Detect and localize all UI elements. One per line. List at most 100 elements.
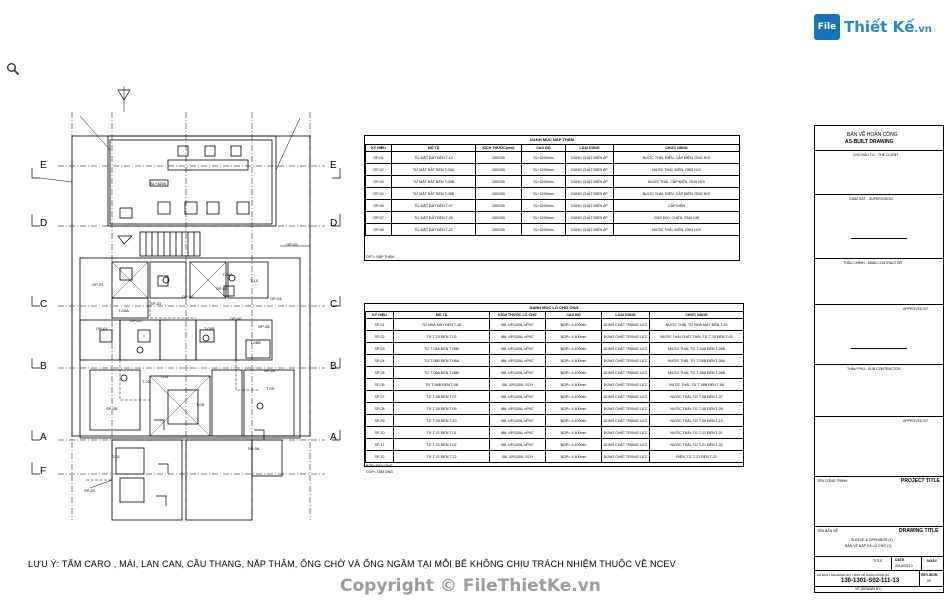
table-cell: Ø6, UP/100A, SCH — [489, 450, 546, 463]
grid-label-left-e: E — [40, 160, 47, 171]
svg-text:T-06A: T-06A — [222, 272, 233, 277]
table-cell: Ø6, UP/100A, uPVC — [489, 390, 546, 403]
table-cell: SP-12 — [365, 450, 394, 463]
openings-table-title: DANH MỤC NẮP THĂM — [530, 137, 574, 142]
table-cell: SP-01 — [365, 318, 394, 331]
table-cell: NƯỚC THẢI, TỪ NHÀ MÁY ĐẾN T-10 — [649, 318, 744, 331]
table-cell: OP-05 — [365, 199, 392, 212]
table-cell: SP-08 — [365, 402, 394, 415]
zoom-icon[interactable] — [6, 62, 20, 76]
table-cell: DÙNG CHẤT TRUNG LỰC — [601, 366, 650, 379]
svg-text:SP-02: SP-02 — [216, 286, 228, 291]
svg-text:T-03: T-03 — [160, 374, 169, 379]
table-header-cell: CHỨC NĂNG — [613, 144, 740, 152]
table-header-cell: MÔ TẢ — [391, 144, 476, 152]
table-cell: BOP=-4.400mm — [545, 438, 602, 451]
table-cell: BOP=-4.400mm — [545, 342, 602, 355]
table-cell: OP-07 — [365, 211, 392, 224]
svg-text:OP-05: OP-05 — [286, 242, 298, 247]
table-cell: DÙNG CHẤT ĐIỆN ÁP — [565, 223, 614, 236]
table-cell: BOP=-4.400mm — [545, 366, 602, 379]
logo-mark: File — [814, 14, 840, 40]
grid-label-left-b: B — [40, 361, 47, 372]
table-cell: OP-01 — [365, 151, 392, 164]
tb-drawing-label: TÊN BẢN VẼ — [817, 529, 838, 533]
grid-label-right-b: B — [330, 361, 337, 372]
table-cell: DÙNG CHẤT TRUNG LỰC — [601, 390, 650, 403]
table-cell: SL+3200mm — [521, 211, 566, 224]
table-cell: TỪ NHÀ MÁY ĐẾN T-10 — [393, 318, 490, 331]
table-cell: SP-02 — [365, 330, 394, 343]
table-cell: NƯỚC THẢI, ĐIỆN, ỐNG HƠI — [613, 163, 740, 176]
table-header-cell: KÍCH THƯỚC(mm) — [475, 144, 522, 152]
table-cell: NƯỚC THẢI, ĐIỆN, CẤP ĐIỆN, ỐNG HƠI — [613, 187, 740, 200]
table-cell: 250/250 — [475, 151, 522, 164]
table-header-cell: CAO ĐỘ — [521, 144, 566, 152]
table-cell: DÙNG CHẤT TRUNG LỰC — [601, 438, 650, 451]
table-cell: OP-04 — [365, 187, 392, 200]
table-cell: SP-05 — [365, 366, 394, 379]
table-cell: NƯỚC THẢI, TỪ T-09 ĐẾN T-10 — [649, 414, 744, 427]
logo-ext: .vn — [914, 24, 932, 35]
tb-drawn-by: VẼ (DRAWN BY) — [855, 587, 882, 591]
table-cell: TỪ MẶT ĐẤT ĐẾN T-09 — [391, 211, 476, 224]
sleeves-table-title: DANH MỤC LỖ CHỜ ỐNG — [529, 305, 579, 310]
table-cell: DÙNG CHẤT TRUNG LỰC — [601, 330, 650, 343]
svg-text:SP-04: SP-04 — [264, 368, 276, 373]
table-cell: TỪ MẶT ĐẤT ĐẾN T-04A — [391, 163, 476, 176]
svg-text:T-09: T-09 — [266, 386, 275, 391]
tb-col-date: DATE — [895, 558, 905, 562]
table-cell: Ø6, UP/100A, uPVC — [489, 414, 546, 427]
table-cell: Ø6, UP/100A, uPVC — [489, 318, 546, 331]
table-cell: TỪ T-04A ĐẾN T-05B — [393, 342, 490, 355]
table-cell: BOP=-4.400mm — [545, 354, 602, 367]
table-cell: DÙNG CHẤT TRUNG LỰC — [601, 414, 650, 427]
table-cell: Ø6, UP/100A, uPVC — [489, 366, 546, 379]
table-header-cell: LOẠI DÙNG — [565, 144, 614, 152]
table-cell: TỪ MẶT ĐẤT ĐẾN T-22 — [391, 223, 476, 236]
table-cell: TỪ T-08 ĐẾN T-09 — [393, 402, 490, 415]
table-cell: CẤP ĐIỆN — [613, 199, 740, 212]
tb-col-ngay: NGÀY — [927, 559, 938, 563]
svg-text:SP-06: SP-06 — [248, 446, 260, 451]
tb-drawing-name-2: BẢN VẼ NẮP VÀ LỖ CHỜ (1) — [845, 544, 892, 548]
table-cell: DÙNG CHẤT ĐIỆN ÁP — [565, 163, 614, 176]
table-cell: SP-03 — [365, 342, 394, 355]
table-cell: DÙNG CHẤT TRUNG LỰC — [601, 426, 650, 439]
table-cell: SL+3200mm — [521, 223, 566, 236]
table-cell: BOP=-4.400mm — [545, 402, 602, 415]
tb-rev-value: 00 — [927, 579, 931, 583]
table-cell: NƯỚC THẢI, ĐIỆN, CẤP ĐIỆN, ỐNG HƠI — [613, 151, 740, 164]
table-cell: ỐNG HƠI, CHỮA, ỐNG KHÍ — [613, 211, 740, 224]
table-cell: NƯỚC THẢI, TỪ T-21 ĐẾN T-02 — [649, 438, 744, 451]
tb-heading-en: AS-BUILT DRAWING — [845, 139, 894, 145]
svg-text:SP-01: SP-01 — [84, 488, 96, 493]
table-cell: SL+3200mm — [521, 175, 566, 188]
table-cell: BOP=-4.400mm — [545, 450, 602, 463]
tb-project-title: PROJECT TITLE — [901, 478, 940, 484]
copyright-watermark: Copyright © FileThietKe.vn — [340, 576, 601, 596]
openings-table-note: OPT= NẮP THĂM — [366, 255, 395, 259]
svg-text:OP-04: OP-04 — [270, 296, 282, 301]
grid-label-right-e: E — [330, 160, 337, 171]
tb-approved-2: APPROVED BY — [903, 419, 929, 423]
tb-drawing-name-1: SLEEVE & OPENINGS (1) — [851, 538, 893, 542]
table-cell: BOP=-4.400mm — [545, 414, 602, 427]
table-header-cell: LOẠI DÙNG — [601, 311, 650, 319]
table-cell: SL+3200mm — [521, 199, 566, 212]
table-cell: DÙNG CHẤT TRUNG LỰC — [601, 342, 650, 355]
svg-text:OP-03: OP-03 — [182, 294, 194, 299]
table-cell: BOP=-4.400mm — [545, 390, 602, 403]
logo-text: Thiết Kế.vn — [844, 18, 932, 36]
table-cell: SL+3200mm — [521, 151, 566, 164]
table-cell: DÙNG CHẤT ĐIỆN ÁP — [565, 175, 614, 188]
